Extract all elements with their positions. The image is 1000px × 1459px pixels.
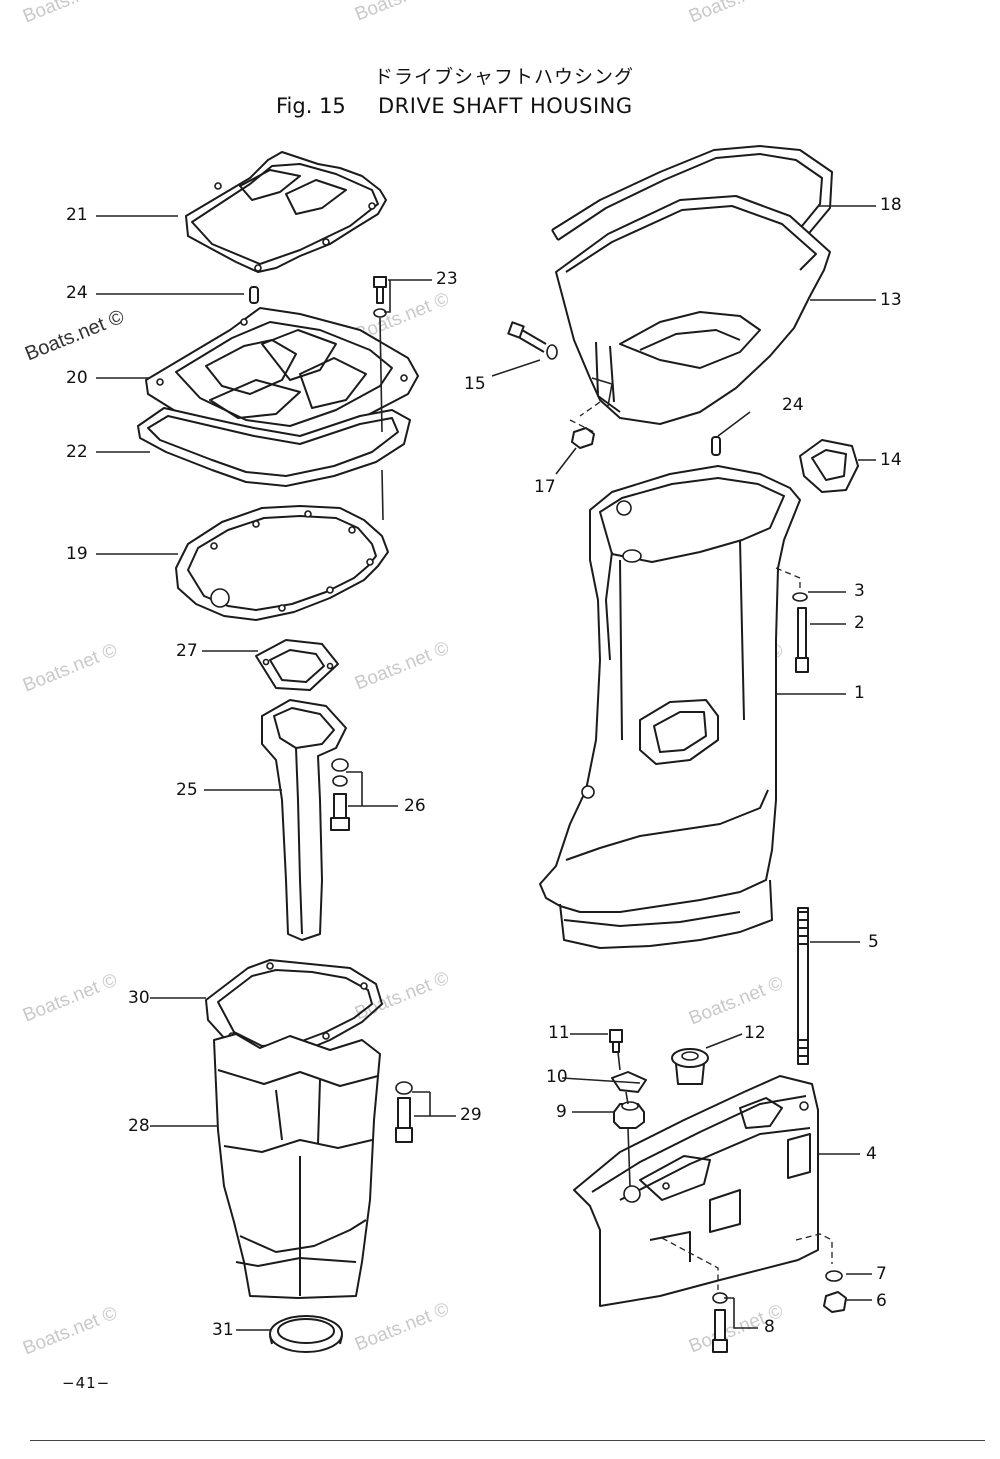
callout-21: 21 [66,205,88,225]
part-22-gasket [137,407,411,487]
callout-29: 29 [460,1105,482,1125]
part-1-drive-shaft-housing [539,465,801,949]
callout-28: 28 [128,1116,150,1136]
part-15-bolt-washer [507,321,558,360]
part-14-rubber-mount [799,439,859,493]
callout-19: 19 [66,544,88,564]
part-8-bolt-washer [712,1292,728,1353]
figure-label: Fig. 15 [276,94,346,118]
part-17-nut [571,427,595,449]
callout-15: 15 [464,374,486,394]
part-5-stud-bolt [797,907,809,1065]
part-23-bolt-washer [373,276,387,318]
part-24-dowel [711,436,721,456]
part-29-bolt-washer [395,1081,413,1143]
japanese-title: ドライブシャフトハウシング [374,66,635,88]
callout-20: 20 [66,368,88,388]
callout-7: 7 [876,1264,887,1284]
callout-4: 4 [866,1144,877,1164]
callout-2: 2 [854,613,865,633]
part-12-grommet [671,1048,709,1085]
part-19-gasket [175,505,389,621]
callout-13: 13 [880,290,902,310]
callout-8: 8 [764,1317,775,1337]
figure-title: DRIVE SHAFT HOUSING [378,94,633,118]
part-31-seal [269,1315,343,1353]
callout-30: 30 [128,988,150,1008]
callout-10: 10 [546,1067,568,1087]
callout-18: 18 [880,195,902,215]
part-4-lower-casing [573,1075,819,1307]
part-27-gasket [255,639,339,691]
callout-11: 11 [548,1023,570,1043]
part-21-gasket [185,151,387,273]
callout-24: 24 [66,283,88,303]
callout-27: 27 [176,641,198,661]
callout-3: 3 [854,581,865,601]
part-13-apron [555,195,831,425]
callout-31: 31 [212,1320,234,1340]
callout-14: 14 [880,450,902,470]
part-11-screw [609,1029,623,1053]
callout-17: 17 [534,477,556,497]
callout-12: 12 [744,1023,766,1043]
part-9-collar [613,1101,645,1129]
callout-24: 24 [782,395,804,415]
callout-5: 5 [868,932,879,952]
page-number: −41− [62,1374,111,1392]
bottom-rule [30,1440,985,1441]
callout-6: 6 [876,1291,887,1311]
callout-26: 26 [404,796,426,816]
part-6-nut [823,1291,847,1313]
part-25-exhaust-pipe [261,699,347,941]
callout-22: 22 [66,442,88,462]
part-3-washer [792,592,808,602]
part-26-bolt-washers [330,758,350,831]
callout-23: 23 [436,269,458,289]
part-2-bolt [795,607,809,673]
leader-lines [96,205,876,1331]
part-28-muffler [213,1033,381,1299]
callout-1: 1 [854,683,865,703]
part-24-dowel [249,286,259,304]
callout-9: 9 [556,1102,567,1122]
callout-25: 25 [176,780,198,800]
part-7-washer [825,1270,843,1282]
